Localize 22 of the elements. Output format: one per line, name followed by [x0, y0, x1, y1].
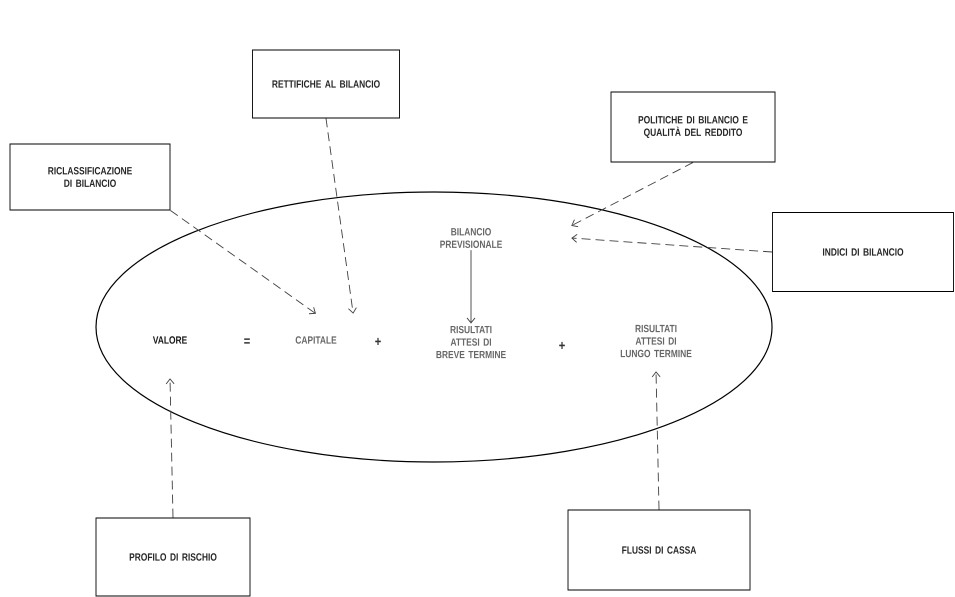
arrow: [170, 210, 316, 314]
label-box: POLITICHE DI BILANCIO E QUALITÀ DEL REDDITO: [610, 92, 776, 162]
ellipse: [95, 191, 773, 463]
arrow: [652, 371, 661, 510]
term-text: RISULTATI ATTESI DI BREVE TERMINE: [436, 326, 506, 358]
label-box: PROFILO DI RISCHIO: [96, 518, 250, 596]
label-box: RICLASSIFICAZIONE DI BILANCIO: [10, 144, 170, 210]
arrow: [326, 118, 357, 314]
label-box: INDICI DI BILANCIO: [772, 212, 954, 292]
operator-sign: +: [375, 338, 381, 345]
label-box: FLUSSI DI CASSA: [568, 510, 750, 590]
arrow: [571, 234, 772, 252]
operator-sign: +: [559, 342, 565, 349]
arrow: [166, 378, 175, 518]
arrow: [466, 250, 476, 324]
term-text: RISULTATI ATTESI DI LUNGO TERMINE: [620, 324, 692, 358]
term-text: CAPITALE: [296, 336, 336, 344]
label-box: RETTIFICHE AL BILANCIO: [252, 50, 400, 118]
term-text: VALORE: [152, 336, 187, 344]
term-text: BILANCIO PREVISIONALE: [440, 228, 502, 248]
arrow: [571, 162, 694, 228]
operator-sign: =: [244, 338, 250, 344]
